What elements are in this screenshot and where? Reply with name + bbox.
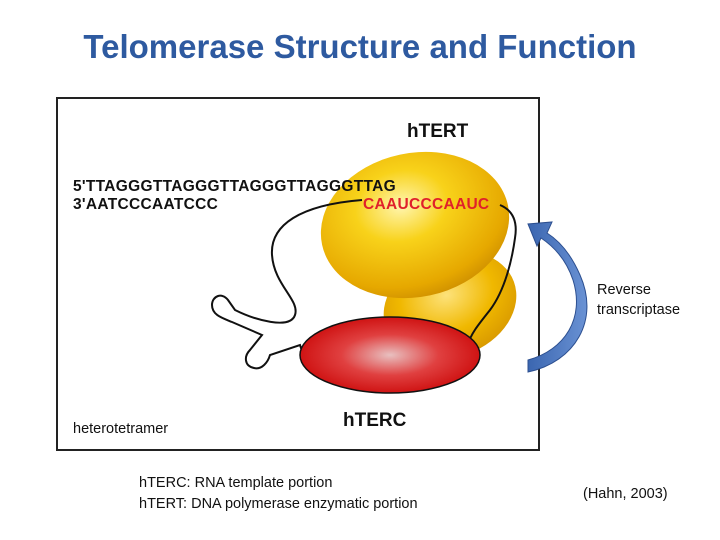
dna-top-strand: 5'TTAGGGTTAGGGTTAGGGTTAGGGTTAG — [73, 178, 396, 195]
hterc-disc — [299, 316, 481, 394]
slide-title: Telomerase Structure and Function — [83, 28, 637, 65]
curved-arrow-icon — [527, 221, 588, 373]
notes: hTERC: RNA template portion hTERT: DNA p… — [139, 473, 418, 515]
side-label-line2: transcriptase — [597, 302, 681, 318]
rna-template-sequence: CAAUCCCAAUC — [363, 196, 490, 213]
hterc-label: hTERC — [343, 410, 407, 431]
dna-bottom-strand: 3'AATCCCAATCCC — [73, 196, 219, 213]
side-label-line1: Reverse — [597, 282, 651, 298]
heterotetramer-label: heterotetramer — [73, 421, 169, 437]
rna-strand — [210, 199, 517, 370]
htert-label: hTERT — [407, 121, 469, 142]
note-hterc: hTERC: RNA template portion — [139, 475, 333, 491]
reverse-transcriptase-label: Reverse transcriptase — [597, 280, 680, 320]
htert-upper-lobe — [320, 151, 510, 299]
citation: (Hahn, 2003) — [583, 486, 668, 502]
note-htert: hTERT: DNA polymerase enzymatic portion — [139, 496, 418, 512]
